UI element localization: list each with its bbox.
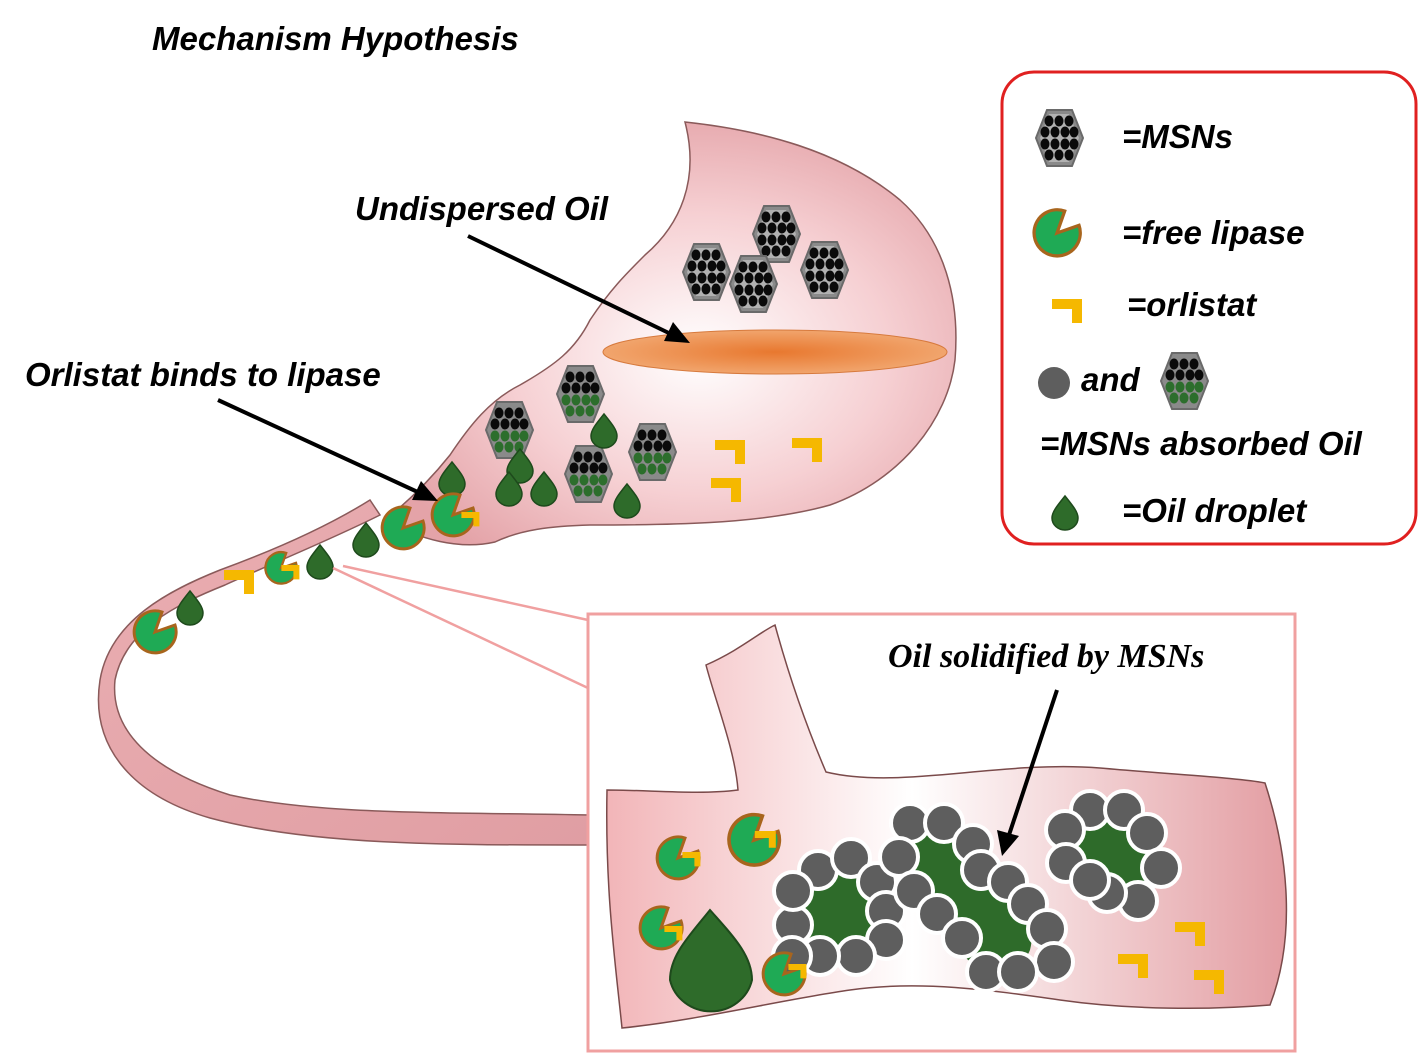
arrow-oil-solidified — [997, 689, 1059, 856]
legend-box — [1000, 70, 1418, 546]
legend-free-lipase-label: =free lipase — [1122, 214, 1305, 251]
zoom-line — [342, 564, 589, 622]
oil-solidified-label: Oil solidified by MSNs — [888, 638, 1205, 675]
legend-msn-oil-icon — [1160, 352, 1209, 410]
intestine-tube — [97, 498, 591, 846]
msn-particle-oil-loaded — [485, 401, 534, 459]
arrow-orlistat-binds — [217, 398, 438, 501]
msn-particle — [800, 241, 849, 299]
legend-and-label: and — [1081, 361, 1140, 398]
orlistat-binds-label: Orlistat binds to lipase — [25, 356, 381, 393]
msn-particle — [752, 205, 801, 263]
legend-msns-absorbed-oil-label: =MSNs absorbed Oil — [1040, 425, 1362, 462]
undispersed-oil-label: Undispersed Oil — [355, 190, 609, 227]
oil-droplet-icon — [352, 522, 380, 558]
legend-particle-icon — [1038, 367, 1070, 399]
oil-droplet-large — [668, 908, 754, 1013]
legend-msns-label: =MSNs — [1122, 118, 1233, 155]
zoom-line — [332, 566, 589, 690]
legend-msn-icon — [1035, 109, 1084, 167]
undispersed-oil-layer — [602, 329, 948, 375]
oil-droplet-icon — [306, 544, 334, 580]
msn-particle-oil-loaded — [556, 365, 605, 423]
legend-orlistat-label: =orlistat — [1127, 286, 1257, 323]
msn-particle — [729, 255, 778, 313]
msn-particle — [682, 243, 731, 301]
msn-particle-oil-loaded — [628, 423, 677, 481]
legend-oil-droplet-label: =Oil droplet — [1122, 492, 1307, 529]
arrow-undispersed-oil — [467, 234, 690, 343]
diagram-title: Mechanism Hypothesis — [152, 20, 519, 57]
msn-particle-oil-loaded — [564, 445, 613, 503]
solidified-oil-cluster — [899, 829, 1032, 973]
lipase-icon — [132, 609, 178, 655]
